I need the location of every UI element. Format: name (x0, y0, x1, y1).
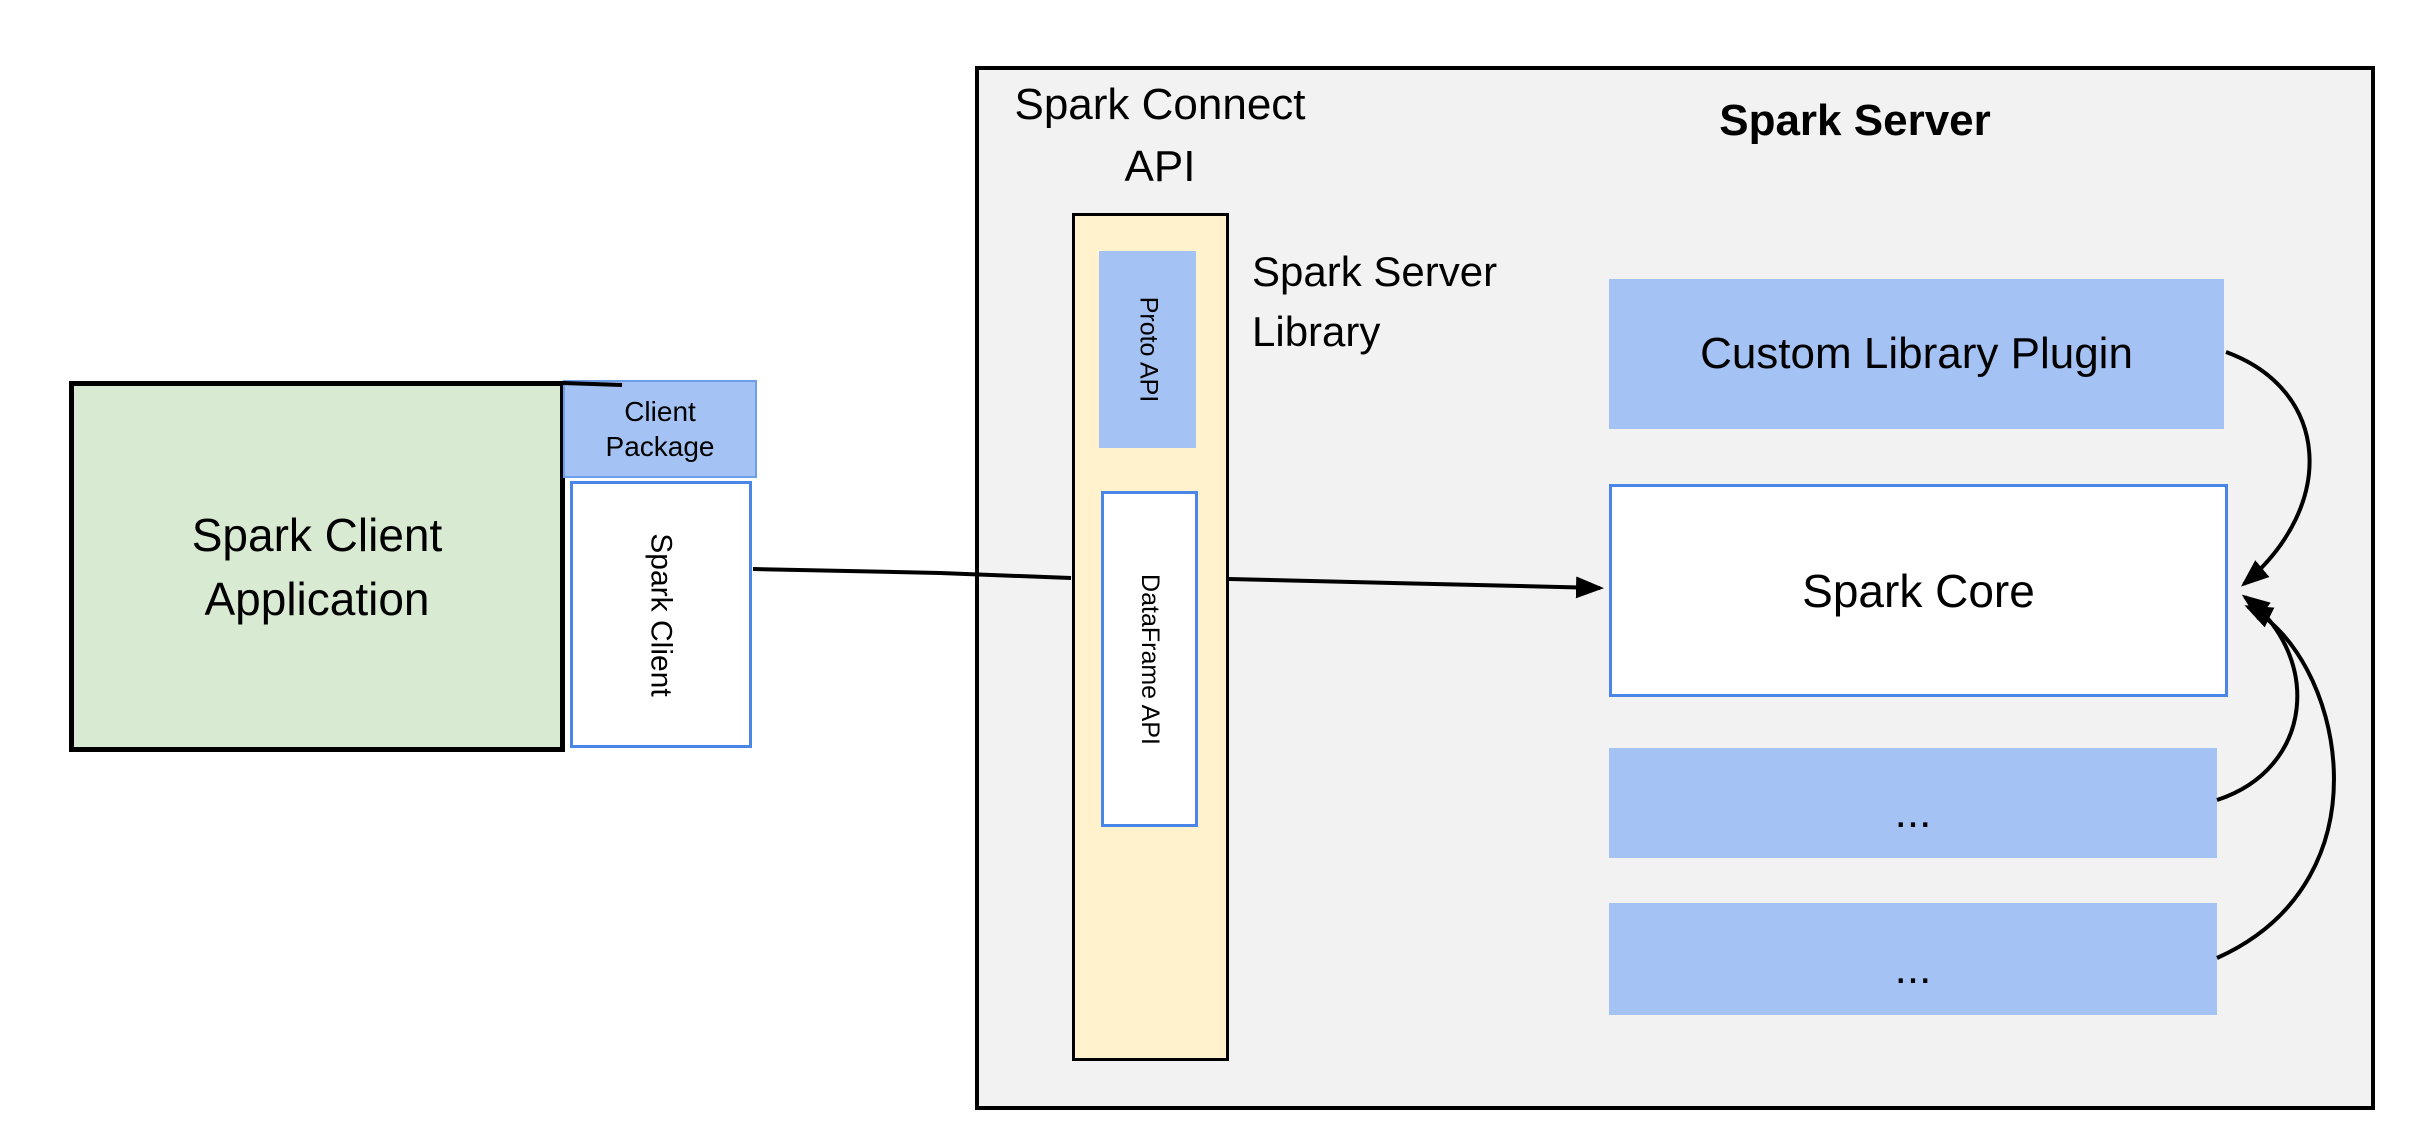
spark-connect-api-label-line2: API (1124, 142, 1196, 191)
spark-connect-api-label: Spark Connect API (1000, 74, 1320, 198)
spark-server-library-line1: Spark Server (1252, 248, 1498, 295)
plugin-placeholder-box-2: ... (1609, 903, 2217, 1015)
client-package-line2: Package (605, 431, 715, 462)
custom-library-plugin-box: Custom Library Plugin (1609, 279, 2224, 429)
spark-server-title: Spark Server (1719, 96, 1991, 145)
proto-api-label: Proto API (1134, 296, 1162, 403)
dataframe-api-label: DataFrame API (1136, 573, 1164, 745)
spark-server-library-label: Spark Server Library (1252, 242, 1572, 362)
plugin-placeholder-2-label: ... (1894, 944, 1932, 993)
spark-client-label: Spark Client (645, 532, 678, 697)
spark-connect-api-label-line1: Spark Connect (1014, 80, 1306, 129)
plugin-placeholder-1-label: ... (1894, 788, 1932, 837)
spark-client-application-box: Spark Client Application (69, 381, 565, 752)
spark-client-box: Spark Client (570, 481, 752, 748)
client-package-line1: Client (624, 396, 696, 427)
plugin-placeholder-box-1: ... (1609, 748, 2217, 858)
client-package-label: Client Package (606, 394, 715, 464)
spark-client-application-label: Spark Client Application (192, 503, 443, 631)
spark-core-box: Spark Core (1609, 484, 2228, 697)
spark-client-application-line2: Application (204, 572, 430, 625)
client-package-box: Client Package (563, 380, 757, 478)
proto-api-box: Proto API (1099, 251, 1196, 448)
dataframe-api-box: DataFrame API (1101, 491, 1198, 827)
spark-server-library-line2: Library (1252, 308, 1381, 355)
spark-client-application-line1: Spark Client (191, 508, 443, 561)
